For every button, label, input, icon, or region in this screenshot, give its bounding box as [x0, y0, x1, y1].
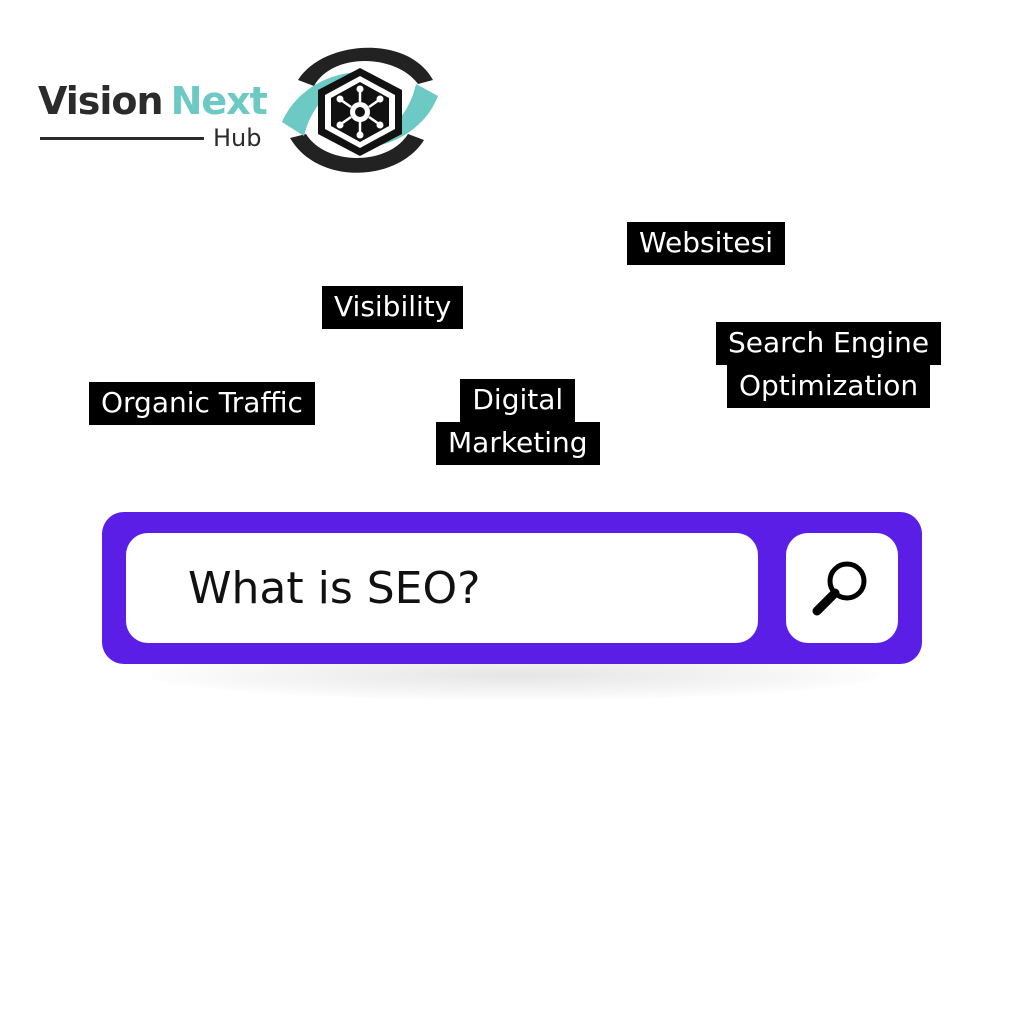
search-query-text: What is SEO? — [188, 562, 481, 614]
tag-websitesi-line-1: Websitesi — [627, 222, 785, 265]
tag-digital-marketing: Digital Marketing — [436, 379, 600, 465]
tag-websitesi: Websitesi — [627, 222, 785, 265]
eye-hexagon-network-icon — [282, 47, 438, 173]
logo-word-next: Next — [170, 79, 268, 123]
magnifying-glass-icon — [812, 561, 867, 616]
logo-word-hub: Hub — [213, 124, 262, 152]
tag-visibility: Visibility — [322, 286, 464, 329]
tag-search-engine-optimization: Search Engine Optimization — [716, 322, 942, 408]
search-input[interactable]: What is SEO? — [126, 533, 758, 643]
logo-word-vision: Vision — [38, 79, 164, 123]
tag-seo-line-1: Search Engine — [716, 322, 942, 365]
tag-digital-marketing-line-2: Marketing — [436, 422, 600, 465]
tag-organic-traffic-line-1: Organic Traffic — [89, 382, 315, 425]
search-bar: What is SEO? — [102, 512, 922, 664]
tag-digital-marketing-line-1: Digital — [460, 379, 576, 422]
search-button[interactable] — [786, 533, 898, 643]
logo-underline — [40, 137, 204, 140]
tag-organic-traffic: Organic Traffic — [89, 382, 315, 425]
tag-seo-line-2: Optimization — [726, 365, 931, 408]
tag-visibility-line-1: Visibility — [322, 286, 464, 329]
